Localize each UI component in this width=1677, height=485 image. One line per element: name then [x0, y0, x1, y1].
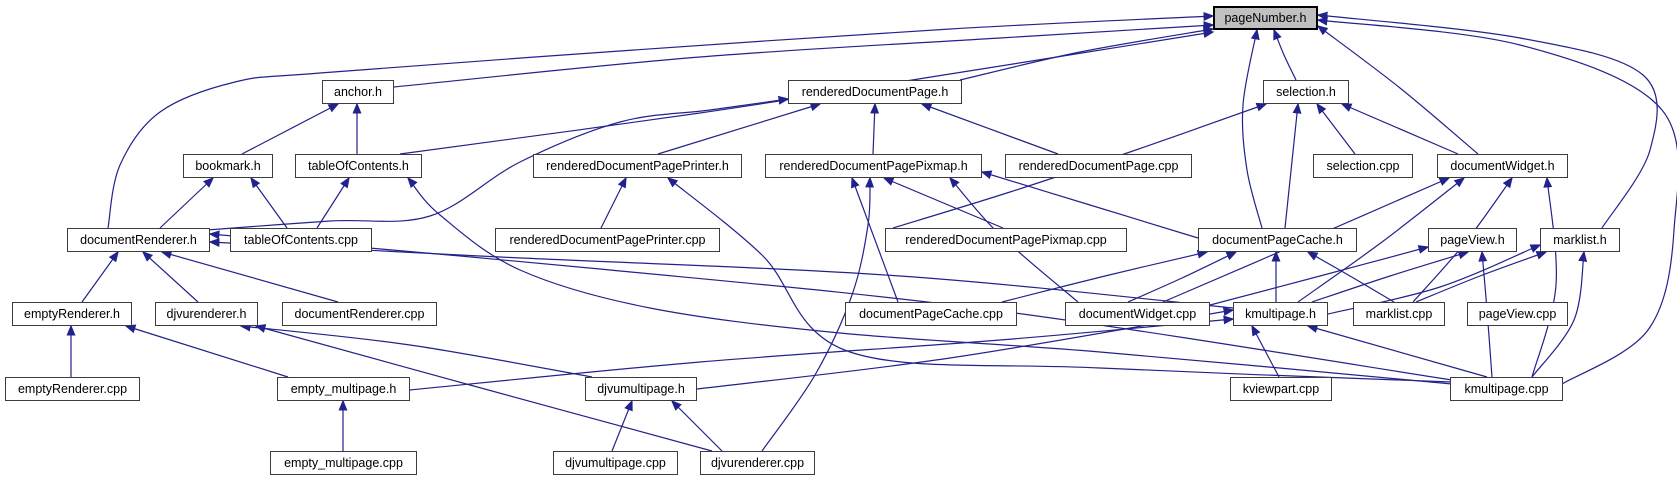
- graph-node-documentWidget_h[interactable]: documentWidget.h: [1437, 154, 1568, 178]
- edge-djvurenderer_h-includes-documentRenderer_h: [141, 250, 199, 303]
- graph-node-renderedDocumentPagePrinter_cpp[interactable]: renderedDocumentPagePrinter.cpp: [495, 228, 720, 252]
- graph-node-marklist_h[interactable]: marklist.h: [1540, 228, 1620, 252]
- edge-selection_cpp-includes-selection_h: [1316, 102, 1356, 155]
- graph-node-empty_multipage_cpp[interactable]: empty_multipage.cpp: [270, 451, 417, 475]
- edge-empty_multipage_h-includes-emptyRenderer_h: [124, 324, 289, 378]
- graph-node-documentRenderer_cpp[interactable]: documentRenderer.cpp: [282, 302, 437, 326]
- edge-renderedDocumentPagePixmap_h-includes-renderedDocumentPage_h: [870, 102, 880, 155]
- graph-node-djvumultipage_cpp[interactable]: djvumultipage.cpp: [553, 451, 678, 475]
- edge-kmultipage_cpp-includes-kmultipage_h: [1306, 324, 1488, 378]
- graph-node-pageNumber_h[interactable]: pageNumber.h: [1213, 6, 1318, 30]
- edge-documentRenderer_cpp-includes-documentRenderer_h: [160, 250, 339, 303]
- edge-emptyRenderer_h-includes-documentRenderer_h: [81, 250, 119, 303]
- edge-kmultipage_cpp-includes-tableOfContents_h: [407, 176, 1453, 385]
- graph-node-renderedDocumentPagePixmap_h[interactable]: renderedDocumentPagePixmap.h: [765, 154, 982, 178]
- edge-documentPageCache_h-includes-selection_h: [1284, 102, 1302, 229]
- edge-documentRenderer_h-includes-bookmark_h: [159, 176, 215, 229]
- graph-node-documentWidget_cpp[interactable]: documentWidget.cpp: [1065, 302, 1210, 326]
- graph-node-empty_multipage_h[interactable]: empty_multipage.h: [277, 377, 410, 401]
- edge-documentRenderer_h-includes-pageNumber_h: [107, 11, 1215, 229]
- edge-tableOfContents_cpp-includes-tableOfContents_h: [316, 176, 350, 229]
- graph-node-emptyRenderer_cpp[interactable]: emptyRenderer.cpp: [5, 377, 140, 401]
- edge-marklist_cpp-includes-marklist_h: [1415, 251, 1548, 303]
- edge-tableOfContents_cpp-includes-bookmark_h: [250, 176, 288, 229]
- graph-node-renderedDocumentPagePixmap_cpp[interactable]: renderedDocumentPagePixmap.cpp: [885, 228, 1127, 252]
- edge-djvumultipage_cpp-includes-djvumultipage_h: [611, 399, 633, 452]
- edge-kviewpart_cpp-includes-kmultipage_h: [1251, 324, 1280, 378]
- graph-node-documentPageCache_h[interactable]: documentPageCache.h: [1198, 228, 1357, 252]
- edge-pageView_cpp-includes-documentWidget_h: [1531, 176, 1557, 378]
- graph-node-documentPageCache_cpp[interactable]: documentPageCache.cpp: [845, 302, 1017, 326]
- edge-djvumultipage_h-includes-djvurenderer_h: [239, 322, 593, 378]
- edge-selection_h-includes-pageNumber_h: [1273, 28, 1297, 81]
- graph-node-anchor_h[interactable]: anchor.h: [322, 80, 394, 104]
- edge-renderedDocumentPagePrinter_h-includes-renderedDocumentPage_h: [657, 102, 822, 155]
- edge-documentPageCache_cpp-includes-documentPageCache_h: [1001, 249, 1209, 303]
- edge-bookmark_h-includes-anchor_h: [241, 103, 340, 155]
- graph-node-kmultipage_h[interactable]: kmultipage.h: [1233, 302, 1328, 326]
- graph-node-bookmark_h[interactable]: bookmark.h: [183, 154, 273, 178]
- edge-renderedDocumentPage_cpp-includes-renderedDocumentPage_h: [920, 103, 1059, 155]
- edge-kmultipage_h-includes-pageView_h: [1311, 250, 1470, 303]
- edge-kmultipage_cpp-includes-pageNumber_h: [1316, 16, 1677, 385]
- graph-node-documentRenderer_h[interactable]: documentRenderer.h: [67, 228, 210, 252]
- edge-marklist_h-includes-pageNumber_h: [1316, 11, 1658, 229]
- graph-node-kviewpart_cpp[interactable]: kviewpart.cpp: [1230, 377, 1332, 401]
- graph-node-tableOfContents_h[interactable]: tableOfContents.h: [295, 154, 422, 178]
- graph-node-djvurenderer_h[interactable]: djvurenderer.h: [155, 302, 258, 326]
- graph-node-emptyRenderer_h[interactable]: emptyRenderer.h: [12, 302, 132, 326]
- graph-node-selection_h[interactable]: selection.h: [1263, 80, 1349, 104]
- graph-node-pageView_cpp[interactable]: pageView.cpp: [1467, 302, 1568, 326]
- edge-documentPageCache_h-includes-pageNumber_h: [1241, 28, 1263, 229]
- edge-kmultipage_cpp-includes-renderedDocumentPagePrinter_h: [666, 177, 1453, 383]
- edge-documentWidget_cpp-includes-pageView_h: [1209, 245, 1430, 306]
- edge-renderedDocumentPagePrinter_cpp-includes-renderedDocumentPagePrinter_h: [600, 176, 627, 229]
- graph-node-kmultipage_cpp[interactable]: kmultipage.cpp: [1450, 377, 1563, 401]
- edge-documentWidget_cpp-includes-documentPageCache_h: [1127, 251, 1238, 303]
- edge-renderedDocumentPage_h-includes-pageNumber_h: [959, 26, 1215, 81]
- graph-node-renderedDocumentPage_h[interactable]: renderedDocumentPage.h: [788, 80, 962, 104]
- graph-node-renderedDocumentPagePrinter_h[interactable]: renderedDocumentPagePrinter.h: [533, 154, 742, 178]
- graph-node-djvurenderer_cpp[interactable]: djvurenderer.cpp: [700, 451, 815, 475]
- graph-node-renderedDocumentPage_cpp[interactable]: renderedDocumentPage.cpp: [1005, 154, 1192, 178]
- edge-marklist_cpp-includes-documentPageCache_h: [1306, 251, 1395, 303]
- edge-empty_multipage_h-includes-kmultipage_h: [409, 315, 1235, 391]
- edge-renderedDocumentPagePixmap_cpp-includes-renderedDocumentPagePixmap_h: [882, 177, 1004, 229]
- graph-node-marklist_cpp[interactable]: marklist.cpp: [1353, 302, 1445, 326]
- edge-djvurenderer_cpp-includes-djvumultipage_h: [670, 399, 723, 452]
- edge-anchor_h-includes-pageNumber_h: [393, 21, 1215, 88]
- edge-documentWidget_h-includes-selection_h: [1340, 103, 1459, 155]
- graph-node-djvumultipage_h[interactable]: djvumultipage.h: [585, 377, 697, 401]
- graph-node-selection_cpp[interactable]: selection.cpp: [1313, 154, 1413, 178]
- graph-node-tableOfContents_cpp[interactable]: tableOfContents.cpp: [230, 228, 372, 252]
- graph-node-pageView_h[interactable]: pageView.h: [1428, 228, 1517, 252]
